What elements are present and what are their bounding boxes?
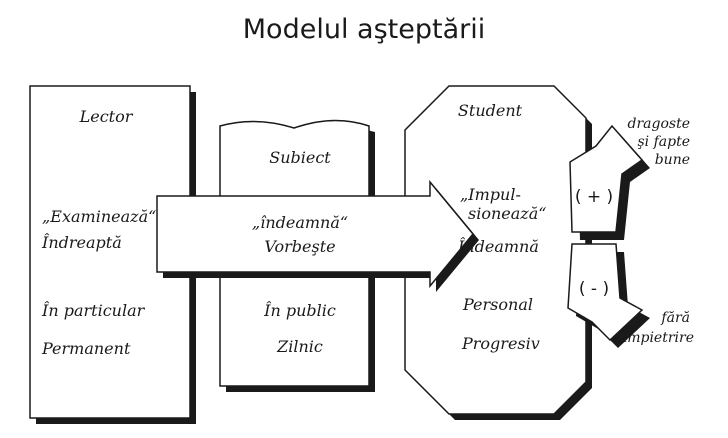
- student-heading: Student: [458, 101, 523, 120]
- subiect-line-3: În public: [263, 300, 336, 320]
- student-line-1a: „Impul-: [460, 185, 521, 204]
- positive-label-2: şi fapte: [637, 134, 690, 150]
- diagram-title: Modelul aşteptării: [242, 14, 486, 45]
- positive-sign: ( + ): [575, 187, 613, 207]
- positive-arrow: [569, 124, 650, 240]
- negative-label-2: împietrire: [623, 330, 694, 346]
- student-line-1b: sionează“: [468, 204, 546, 223]
- student-line-4: Progresiv: [461, 334, 540, 353]
- negative-sign: ( - ): [579, 279, 609, 299]
- student-line-3: Personal: [462, 295, 533, 314]
- positive-label-3: bune: [655, 152, 690, 168]
- positive-label-1: dragoste: [628, 116, 691, 132]
- subiect-heading: Subiect: [269, 148, 331, 167]
- subiect-line-4: Zilnic: [276, 337, 323, 356]
- lector-line-3: În particular: [41, 300, 146, 320]
- negative-label-1: fără: [660, 310, 690, 326]
- lector-line-2: Îndreaptă: [41, 232, 122, 252]
- flow-arrow: [156, 179, 479, 292]
- lector-line-1: „Examinează“: [42, 207, 156, 226]
- student-line-2: Îndeamnă: [457, 236, 539, 256]
- negative-arrow: [567, 243, 650, 348]
- subiect-line-2: Vorbeşte: [264, 237, 335, 256]
- lector-heading: Lector: [79, 107, 134, 126]
- student-octagon: [404, 85, 592, 420]
- subiect-line-1: „îndeamnă“: [252, 213, 348, 232]
- lector-line-4: Permanent: [41, 339, 131, 358]
